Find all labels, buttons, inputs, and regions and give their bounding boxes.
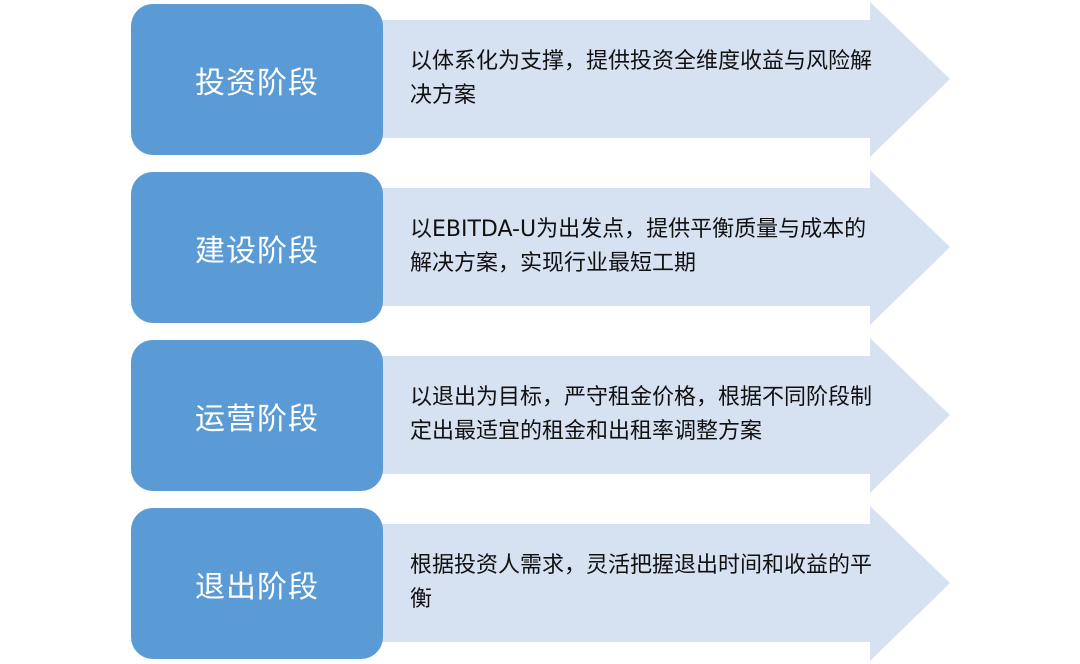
stage-description-box: 以EBITDA-U为出发点，提供平衡质量与成本的解决方案，实现行业最短工期 — [410, 188, 880, 306]
stage-description-box: 根据投资人需求，灵活把握退出时间和收益的平衡 — [410, 524, 880, 642]
stage-description: 以EBITDA-U为出发点，提供平衡质量与成本的解决方案，实现行业最短工期 — [410, 217, 867, 276]
arrow-shape — [370, 506, 950, 661]
stage-description-box: 以体系化为支撑，提供投资全维度收益与风险解决方案 — [410, 20, 880, 138]
stage-label-box: 建设阶段 — [131, 172, 383, 323]
stage-label-box: 运营阶段 — [131, 340, 383, 491]
stage-row: 退出阶段 根据投资人需求，灵活把握退出时间和收益的平衡 — [0, 504, 1080, 664]
stage-label: 运营阶段 — [195, 401, 319, 437]
stage-description: 以体系化为支撑，提供投资全维度收益与风险解决方案 — [410, 49, 873, 108]
stage-label: 建设阶段 — [195, 233, 319, 269]
stage-label-box: 退出阶段 — [131, 508, 383, 659]
stage-row: 建设阶段 以EBITDA-U为出发点，提供平衡质量与成本的解决方案，实现行业最短… — [0, 168, 1080, 328]
arrow-shape — [370, 170, 950, 325]
stage-description: 根据投资人需求，灵活把握退出时间和收益的平衡 — [410, 553, 873, 612]
arrow-shape — [370, 2, 950, 157]
stage-label-box: 投资阶段 — [131, 4, 383, 155]
stage-label: 投资阶段 — [195, 65, 319, 101]
stage-label: 退出阶段 — [195, 569, 319, 605]
stage-row: 运营阶段 以退出为目标，严守租金价格，根据不同阶段制定出最适宜的租金和出租率调整… — [0, 336, 1080, 496]
stage-description: 以退出为目标，严守租金价格，根据不同阶段制定出最适宜的租金和出租率调整方案 — [410, 385, 873, 444]
stage-row: 投资阶段 以体系化为支撑，提供投资全维度收益与风险解决方案 — [0, 0, 1080, 160]
arrow-shape — [370, 338, 950, 493]
stage-description-box: 以退出为目标，严守租金价格，根据不同阶段制定出最适宜的租金和出租率调整方案 — [410, 356, 880, 474]
